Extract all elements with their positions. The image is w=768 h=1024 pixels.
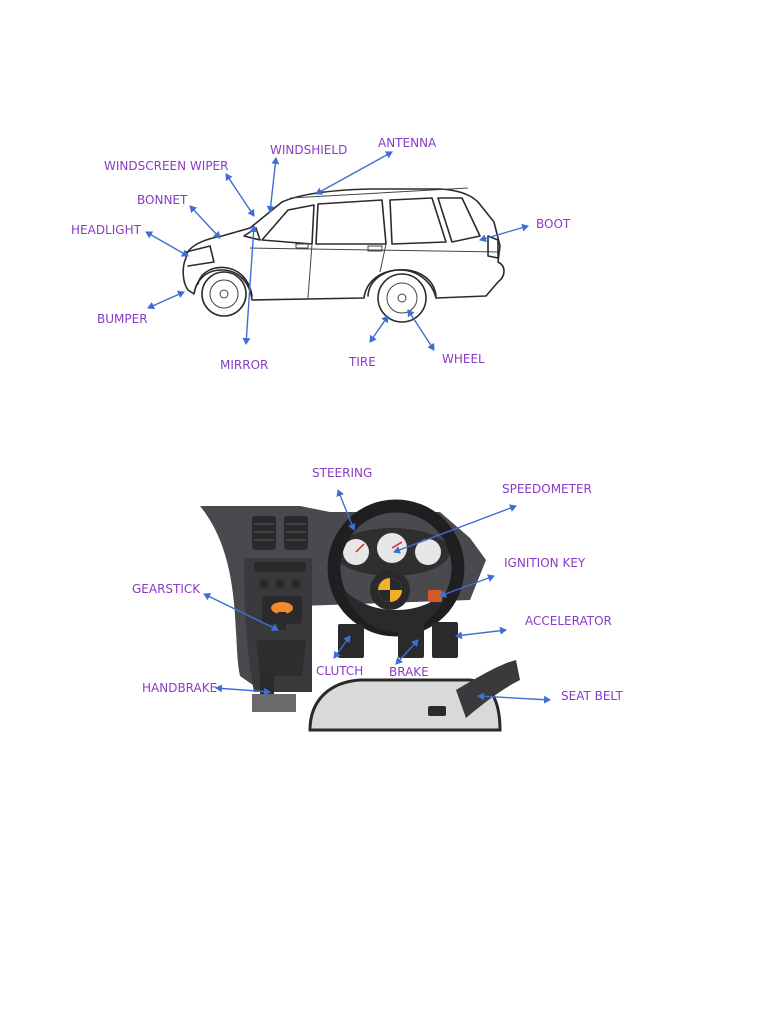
accelerator-pedal [432,622,458,658]
label-brake: BRAKE [389,665,429,679]
arrow-seat-belt [477,692,551,704]
arrow-bonnet [189,205,221,239]
label-accelerator: ACCELERATOR [525,614,612,628]
exterior-arrows [145,151,529,351]
arrow-gearstick [203,593,279,631]
label-bumper: BUMPER [97,312,148,326]
arrow-steering [336,489,356,531]
air-vent-right [284,516,308,550]
label-clutch: CLUTCH [316,664,363,678]
suv-illustration [182,187,505,323]
arrow-windshield [266,157,280,213]
label-antenna: ANTENNA [378,136,437,150]
arrow-windscreen-wiper [225,173,255,217]
clutch-pedal [338,624,364,658]
label-gearstick: GEARSTICK [132,582,201,596]
label-windscreen-wiper: WINDSCREEN WIPER [104,159,228,173]
arrow-brake [395,639,419,665]
interior-labels: STEERING SPEEDOMETER IGNITION KEY GEARST… [132,466,623,703]
label-ignition-key: IGNITION KEY [504,556,586,570]
ignition-slot [428,590,442,602]
brake-pedal [398,624,424,658]
label-seat-belt: SEAT BELT [561,689,623,703]
exterior-labels: WINDSCREEN WIPER WINDSHIELD ANTENNA BONN… [71,136,571,372]
arrow-mirror [242,225,258,345]
label-wheel: WHEEL [442,352,485,366]
arrow-clutch [333,635,351,659]
air-vent-left [252,516,276,550]
arrow-ignition-key [439,574,495,598]
interior-arrows [203,489,551,704]
arrow-accelerator [455,626,507,640]
label-bonnet: BONNET [137,193,188,207]
arrow-tire [369,315,389,343]
seat-belt-strap [456,660,520,718]
arrow-boot [479,223,529,243]
arrow-speedometer [393,504,517,554]
label-windshield: WINDSHIELD [270,143,347,157]
label-boot: BOOT [536,217,571,231]
label-speedometer: SPEEDOMETER [502,482,592,496]
arrow-handbrake [215,684,271,696]
driver-seat [308,678,502,732]
label-tire: TIRE [348,355,376,369]
label-mirror: MIRROR [220,358,268,372]
arrow-bumper [147,290,185,310]
label-handbrake: HANDBRAKE [142,681,217,695]
arrow-antenna [315,151,393,195]
label-steering: STEERING [312,466,372,480]
arrow-headlight [145,231,189,257]
label-headlight: HEADLIGHT [71,223,142,237]
arrow-wheel [407,309,435,351]
dashboard-illustration [200,499,520,732]
